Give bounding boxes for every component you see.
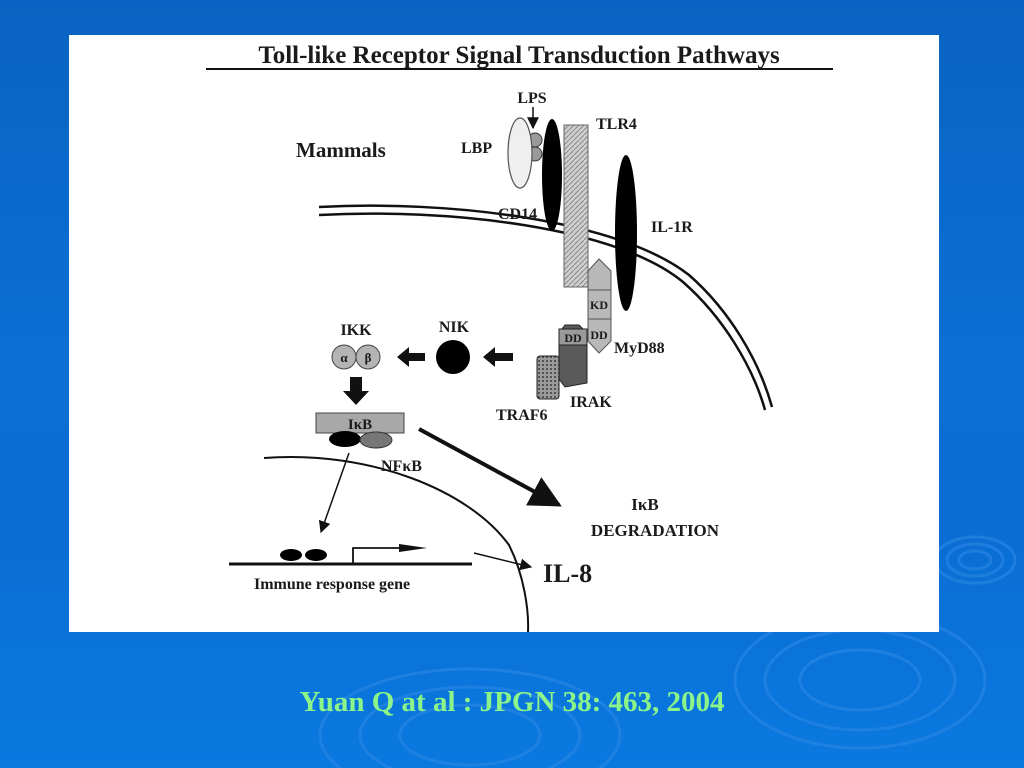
dd-myd88-label: DD [590, 328, 608, 342]
arrow-to-nik [483, 347, 513, 367]
nfkb-label: NFκB [381, 458, 422, 475]
nik-kinase [436, 340, 470, 374]
il1r-label: IL-1R [651, 219, 693, 236]
traf6-protein [536, 355, 560, 400]
kd-label: KD [590, 298, 608, 312]
nik-label: NIK [439, 319, 470, 336]
lbp-protein [507, 117, 533, 189]
ikb-degradation-label-1: IκB [631, 495, 658, 514]
nfkb-subunit-dark [329, 431, 361, 447]
nfkb-bound-left [280, 549, 302, 561]
ikk-beta-subunit [355, 344, 381, 370]
irak-dd-domain [558, 328, 588, 346]
dd-irak-label: DD [564, 331, 582, 345]
tlr4-label: TLR4 [596, 116, 637, 133]
beta-label: β [365, 350, 372, 365]
mammals-label: Mammals [296, 138, 386, 162]
arrow-to-ikk [397, 347, 425, 367]
cd14-label: CD14 [498, 206, 537, 223]
arrow-to-il8 [473, 552, 533, 571]
cell-membrane-inner [318, 212, 767, 411]
cd14-protein [542, 119, 562, 231]
nucleus-membrane [263, 456, 530, 632]
immune-gene-label: Immune response gene [254, 576, 410, 593]
il1r-receptor [615, 155, 637, 311]
cell-membrane-outer [318, 204, 774, 408]
diagram-title: Toll-like Receptor Signal Transduction P… [258, 42, 780, 69]
ikb-degradation-label-2: DEGRADATION [591, 521, 720, 540]
il8-label: IL-8 [543, 559, 592, 588]
myd88-adaptor [587, 258, 612, 354]
lps-label: LPS [517, 90, 546, 107]
ikb-inhibitor [315, 412, 405, 434]
ikb-label: IκB [348, 417, 372, 433]
tlr4-receptor [563, 124, 589, 288]
arrow-to-gene [318, 452, 350, 534]
nfkb-subunit-grey [359, 431, 393, 449]
transcription-start-arrow [352, 547, 409, 564]
nfkb-bound-right [305, 549, 327, 561]
ikk-label: IKK [340, 322, 372, 339]
pathway-diagram: Toll-like Receptor Signal Transduction P… [69, 35, 939, 632]
arrow-to-ikb [343, 377, 369, 405]
myd88-label: MyD88 [614, 340, 665, 357]
pathway-svg: Toll-like Receptor Signal Transduction P… [206, 42, 833, 632]
lbp-label: LBP [461, 140, 492, 157]
arrow-to-degradation [418, 427, 562, 507]
citation-text: Yuan Q at al : JPGN 38: 463, 2004 [299, 686, 725, 718]
transcription-arrowhead [399, 544, 427, 552]
irak-label: IRAK [570, 394, 612, 411]
traf6-label: TRAF6 [496, 407, 548, 424]
alpha-label: α [340, 350, 348, 365]
